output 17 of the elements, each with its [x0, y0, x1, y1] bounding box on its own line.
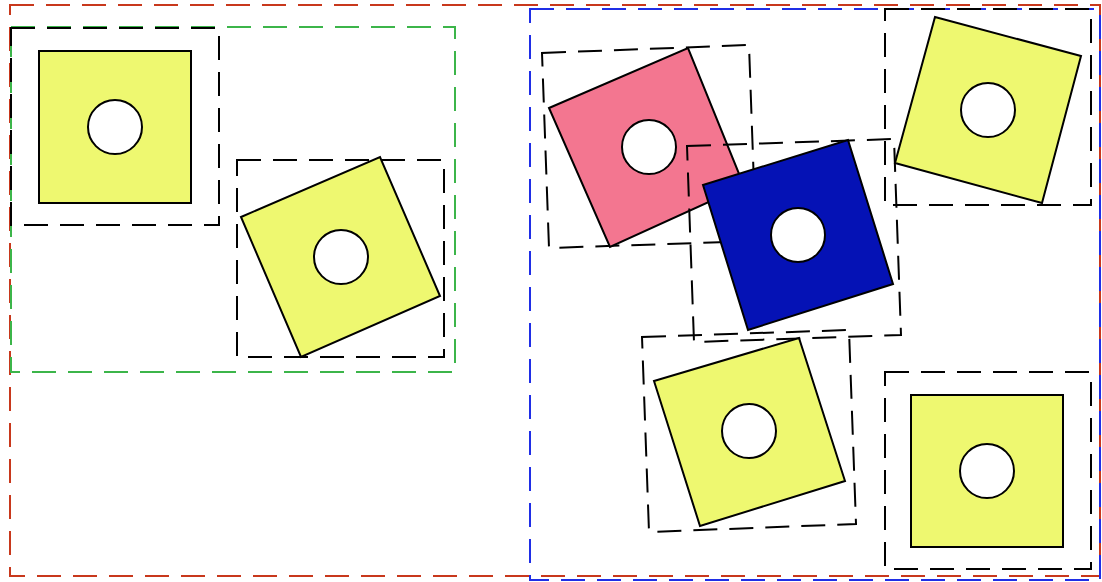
dashed-frame — [687, 139, 901, 342]
dashed-frame — [11, 27, 455, 372]
circle-hole — [314, 230, 368, 284]
square-tile — [39, 51, 191, 203]
dashed-frame — [530, 9, 1100, 580]
dashed-frame — [11, 28, 219, 225]
dashed-frame — [642, 330, 856, 532]
circle-hole — [771, 208, 825, 262]
square-tile — [703, 140, 893, 330]
circle-hole — [88, 100, 142, 154]
square-tile — [654, 338, 845, 526]
circle-hole — [722, 404, 776, 458]
circle-hole — [961, 83, 1015, 137]
dashed-frame — [885, 372, 1091, 569]
circle-hole — [960, 444, 1014, 498]
circle-hole — [622, 120, 676, 174]
square-tile — [911, 395, 1063, 547]
